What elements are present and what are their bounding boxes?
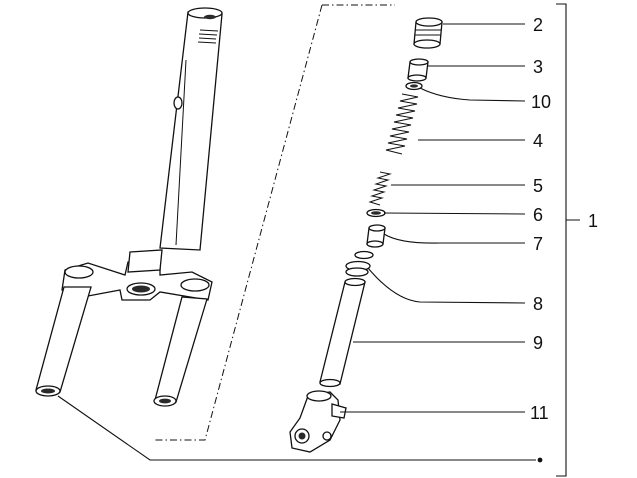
part-6-ring [366,208,386,218]
part-11-axle-bracket [289,390,347,453]
callout-7: 7 [533,234,543,254]
leader-dot [537,457,543,463]
part-5-small-spring [368,171,392,206]
exploded-parts [289,17,443,453]
part-2-top-cap [413,17,443,49]
callout-3: 3 [533,57,543,77]
part-9-sliding-tube [319,277,366,388]
fork-crown [61,249,213,301]
callout-9: 9 [533,333,543,353]
leader-lines [57,3,580,477]
part-7-guide-bushing [354,224,386,260]
callout-labels: 2 3 10 4 5 6 7 8 9 11 1 [530,15,598,423]
part-4-main-spring [385,93,419,155]
callout-2: 2 [533,15,543,35]
assembly-bracket-line [155,4,395,441]
fork-assembly [35,7,223,407]
callout-11: 11 [530,403,549,423]
steering-tube [159,7,223,251]
fork-leg-right [153,296,208,407]
callout-5: 5 [533,176,543,196]
fork-leg-left [35,286,92,397]
callout-8: 8 [533,294,543,314]
callout-1: 1 [588,211,598,231]
part-3-bushing [407,58,429,82]
callout-6: 6 [533,205,543,225]
part-10-washer [405,81,423,91]
callout-10: 10 [531,92,551,112]
callout-4: 4 [533,131,543,151]
part-8-seal [345,260,371,277]
